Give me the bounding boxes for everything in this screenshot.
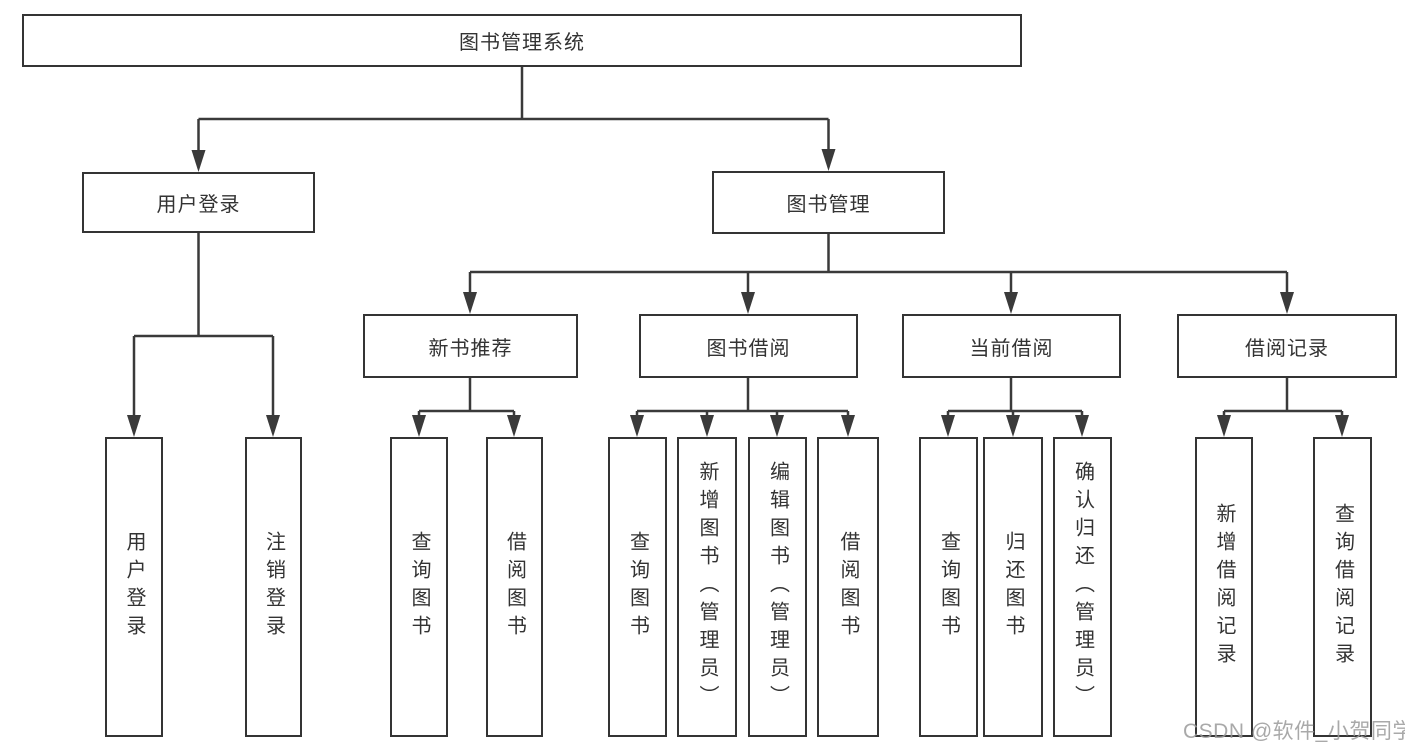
arrowhead-icon	[741, 292, 755, 314]
arrowhead-icon	[630, 415, 644, 437]
arrowhead-icon	[191, 150, 206, 172]
leaf-query-books-1: 查询图书	[390, 437, 448, 737]
arrowhead-icon	[821, 149, 836, 171]
node-label: 借阅图书	[503, 531, 526, 643]
node-book-management: 图书管理	[712, 171, 945, 234]
node-label: 新书推荐	[428, 337, 513, 360]
leaf-borrow-books-2: 借阅图书	[817, 437, 879, 737]
node-label: 注销登录	[262, 531, 285, 643]
arrowhead-icon	[127, 415, 141, 437]
arrowhead-icon	[1217, 415, 1231, 437]
leaf-edit-books-admin: 编辑图书（管理员）	[748, 437, 807, 737]
connector-path	[132, 67, 1344, 417]
arrowhead-icon	[412, 415, 426, 437]
node-label: 新增借阅记录	[1213, 503, 1235, 671]
watermark: CSDN @软件_小贺同学	[1183, 720, 1405, 743]
node-new-book-recommend: 新书推荐	[363, 314, 578, 378]
arrowheads	[127, 149, 1349, 437]
node-label: 当前借阅	[969, 337, 1054, 360]
arrowhead-icon	[1075, 415, 1089, 437]
node-label: 新增图书（管理员）	[696, 461, 718, 713]
arrowhead-icon	[1006, 415, 1020, 437]
arrowhead-icon	[507, 415, 521, 437]
leaf-query-books-2: 查询图书	[608, 437, 667, 737]
node-label: 图书管理系统	[459, 32, 585, 54]
node-borrow-records: 借阅记录	[1177, 314, 1397, 378]
arrowhead-icon	[941, 415, 955, 437]
arrowhead-icon	[1004, 292, 1018, 314]
arrowhead-icon	[1280, 292, 1294, 314]
node-label: 编辑图书（管理员）	[766, 461, 789, 713]
leaf-confirm-return-admin: 确认归还（管理员）	[1053, 437, 1112, 737]
leaf-add-books-admin: 新增图书（管理员）	[677, 437, 737, 737]
node-label: 查询借阅记录	[1331, 503, 1354, 671]
node-label: 用户登录	[123, 531, 145, 643]
arrowhead-icon	[841, 415, 855, 437]
node-label: 图书管理	[786, 194, 871, 216]
leaf-borrow-books-1: 借阅图书	[486, 437, 543, 737]
arrowhead-icon	[700, 415, 714, 437]
node-label: 查询图书	[408, 531, 430, 643]
arrowhead-icon	[1335, 415, 1349, 437]
leaf-user-login: 用户登录	[105, 437, 163, 737]
node-user-login: 用户登录	[82, 172, 315, 233]
leaf-add-borrow-record: 新增借阅记录	[1195, 437, 1253, 737]
node-label: 用户登录	[156, 194, 241, 216]
node-current-borrowing: 当前借阅	[902, 314, 1121, 378]
arrowhead-icon	[463, 292, 477, 314]
node-label: 归还图书	[1002, 531, 1024, 643]
connector-edges	[132, 67, 1344, 417]
leaf-logout: 注销登录	[245, 437, 302, 737]
leaf-query-books-3: 查询图书	[919, 437, 978, 737]
leaf-query-borrow-record: 查询借阅记录	[1313, 437, 1372, 737]
node-label: 确认归还（管理员）	[1071, 461, 1094, 713]
node-label: 查询图书	[937, 531, 960, 643]
node-label: 图书借阅	[706, 337, 791, 360]
node-book-borrowing: 图书借阅	[639, 314, 858, 378]
leaf-return-books: 归还图书	[983, 437, 1043, 737]
node-label: 借阅记录	[1245, 337, 1329, 360]
node-library-management-system: 图书管理系统	[22, 14, 1022, 67]
node-label: 查询图书	[626, 531, 649, 643]
arrowhead-icon	[770, 415, 784, 437]
arrowhead-icon	[266, 415, 280, 437]
node-label: 借阅图书	[837, 531, 859, 643]
